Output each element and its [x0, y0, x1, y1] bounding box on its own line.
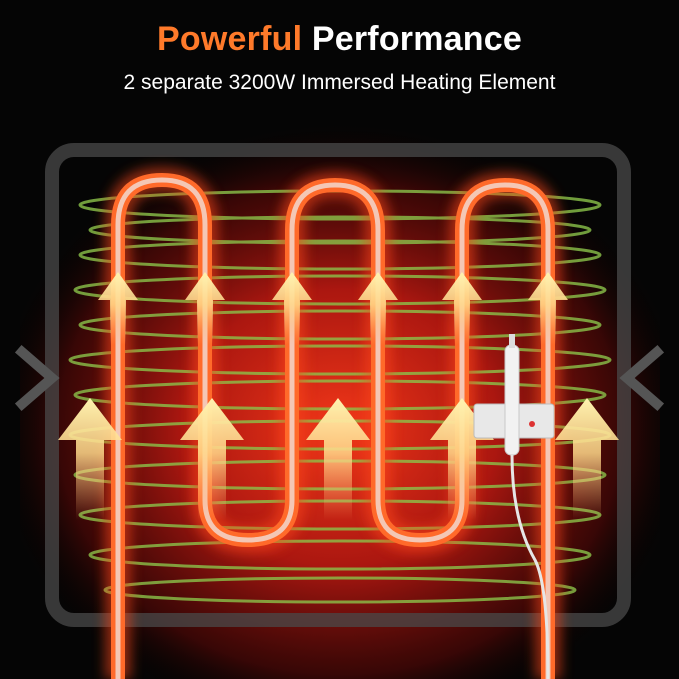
upward-arrow-icon: [58, 398, 619, 520]
headline-main: Performance: [311, 20, 522, 58]
inward-chevron-icon: [14, 344, 665, 412]
headline-accent: Powerful: [157, 20, 303, 58]
subheadline: 2 separate 3200W Immersed Heating Elemen…: [123, 71, 556, 94]
upward-arrow-icon: [98, 272, 568, 345]
thermostat-probe-icon: [473, 334, 555, 679]
headline: Powerful Performance: [0, 20, 679, 59]
tank-frame: [45, 143, 631, 627]
